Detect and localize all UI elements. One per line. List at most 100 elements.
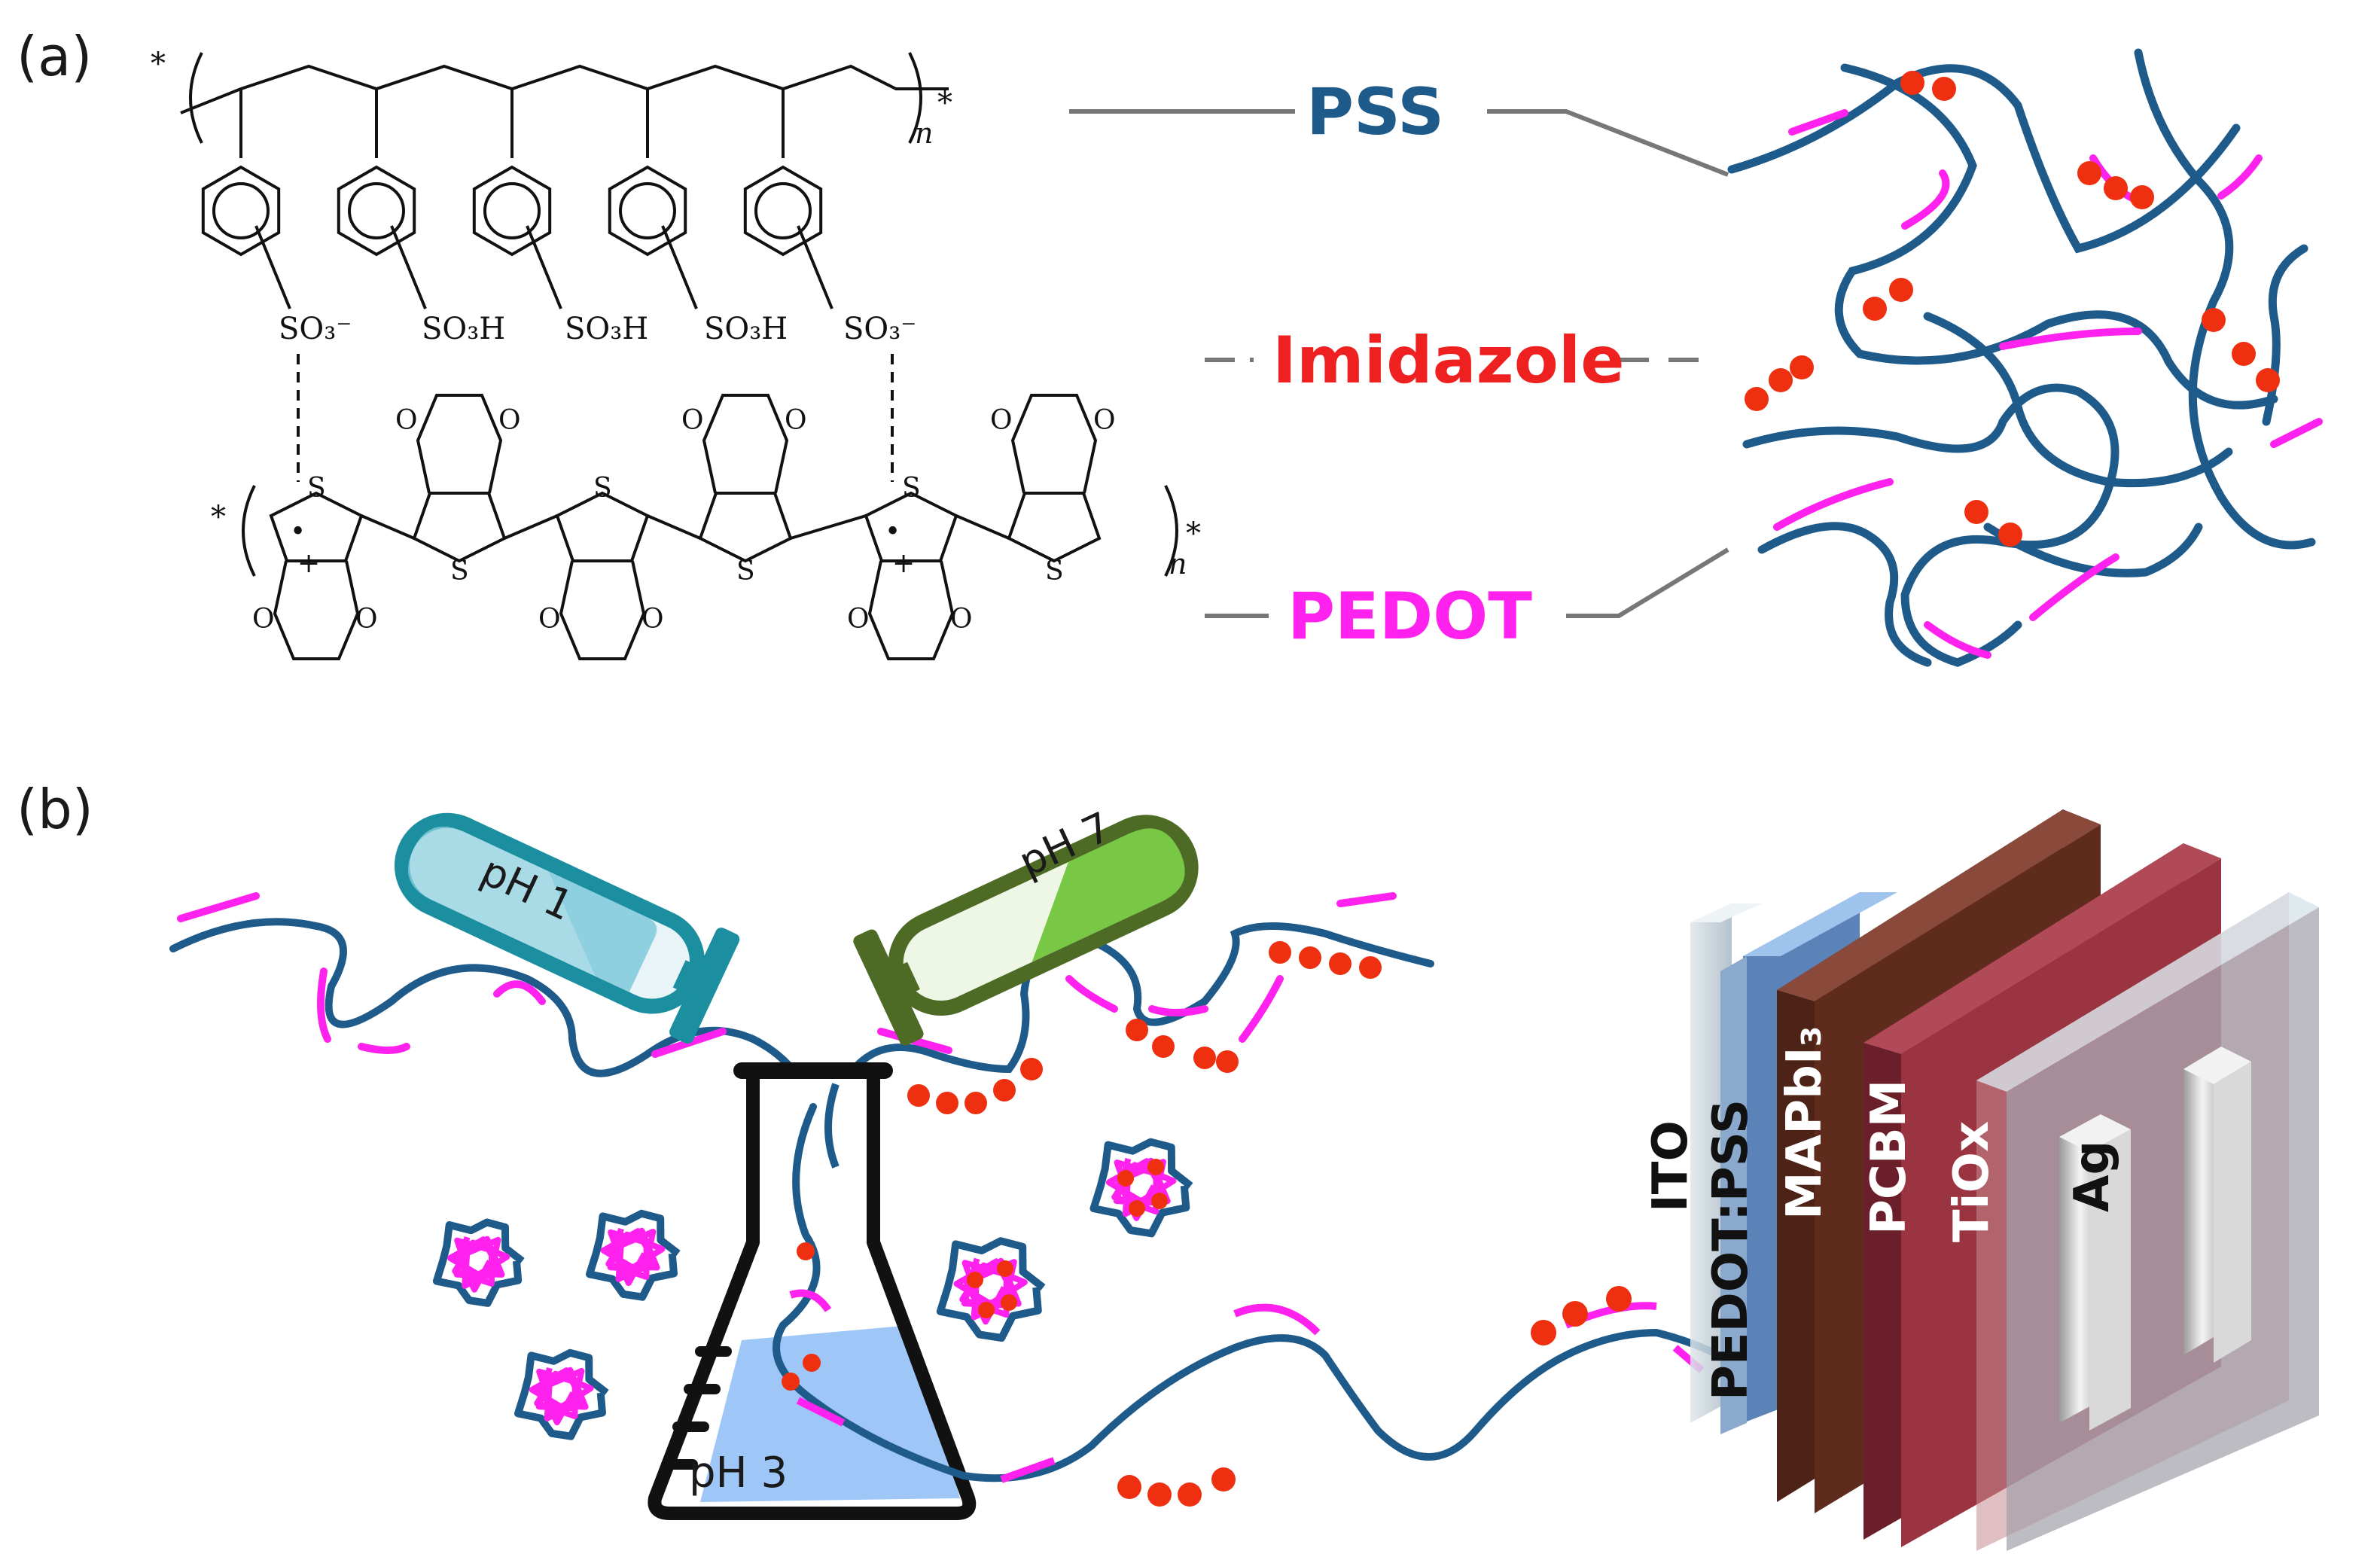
pss-so3-minus-1: SO₃⁻ xyxy=(279,312,352,346)
legend-label-pedot: PEDOT xyxy=(1288,579,1532,654)
network-pedot-6 xyxy=(2270,418,2323,448)
network-imidazole-dot xyxy=(2104,176,2128,200)
network-imidazole-dot xyxy=(1998,523,2022,547)
layer-ag-electrode-2 xyxy=(2183,1047,2221,1355)
network-pedot-4 xyxy=(1901,169,1950,230)
pedot-thiophene-unit xyxy=(269,491,415,660)
solution-chain-bottom xyxy=(1000,1286,1705,1507)
atom-label-o: O xyxy=(785,405,807,436)
aggregated-particles xyxy=(432,1138,1193,1440)
legend-line-pss-right xyxy=(1487,109,1729,177)
legend-line-pedot-right xyxy=(1566,547,1729,618)
atom-label-o: O xyxy=(990,405,1013,436)
pedot-star-left: * xyxy=(211,500,226,535)
panel-label-b: (b) xyxy=(17,778,93,841)
pss-backbone xyxy=(180,64,949,114)
network-chain-8 xyxy=(2262,244,2308,426)
network-imidazole-dot xyxy=(2077,161,2101,185)
solution-chain-top xyxy=(169,892,1434,1114)
atom-label-s: S xyxy=(593,473,612,504)
layer-label-pcbm: PCBM xyxy=(1861,1080,1917,1235)
atom-label-o: O xyxy=(252,604,275,635)
atom-label-o: O xyxy=(355,604,378,635)
atom-label-o: O xyxy=(641,604,664,635)
charge-plus: + xyxy=(892,548,915,579)
layer-label-ito: ITO xyxy=(1643,1120,1699,1212)
particle-blob xyxy=(1089,1138,1193,1238)
atom-label-o: O xyxy=(498,405,521,436)
particle-blob xyxy=(432,1218,525,1307)
pss-so3h-1: SO₃H xyxy=(422,312,505,346)
pss-benzene-ring xyxy=(337,89,427,309)
network-imidazole-dot xyxy=(1932,77,1956,101)
pss-benzene-ring xyxy=(472,89,562,309)
atom-label-s: S xyxy=(736,556,755,587)
radical-dot: • xyxy=(290,516,306,547)
network-pedot-5 xyxy=(1999,328,2142,350)
radical-dot: • xyxy=(885,516,900,547)
layer-label-mapbi3: MAPbI₃ xyxy=(1777,1025,1833,1220)
pss-star-left: * xyxy=(151,47,166,81)
pedot-bracket-right xyxy=(1164,485,1178,577)
network-imidazole-dot xyxy=(2256,368,2280,392)
pss-benzene-ring xyxy=(201,89,291,309)
pedot-structure xyxy=(242,394,1178,660)
network-imidazole-dot xyxy=(1745,387,1769,411)
panel-label-a: (a) xyxy=(17,25,92,88)
pedot-thiophene-unit xyxy=(864,491,1010,660)
polymer-network xyxy=(1727,48,2323,667)
network-imidazole-dot xyxy=(1900,71,1924,95)
pss-structure xyxy=(180,52,949,309)
layer-label-tiox: TiOx xyxy=(1944,1121,2000,1242)
pss-star-right: * xyxy=(937,86,952,120)
network-pedot-9 xyxy=(1924,621,1991,659)
network-imidazole-dot xyxy=(2232,342,2256,366)
legend-label-imidazole: Imidazole xyxy=(1272,323,1625,398)
network-chain-7 xyxy=(1983,523,2203,577)
pedot-thiophene-unit xyxy=(1007,394,1102,563)
pss-bracket-right xyxy=(908,52,922,144)
pedot-thiophene-unit xyxy=(412,394,558,563)
flask-label-ph3: pH 3 xyxy=(689,1449,788,1498)
atom-label-o: O xyxy=(681,405,704,436)
charge-plus: + xyxy=(297,548,320,579)
pss-so3h-2: SO₃H xyxy=(565,312,648,346)
network-imidazole-dot xyxy=(2130,185,2154,209)
layer-label-ag: Ag xyxy=(2065,1141,2120,1212)
pss-so3-minus-2: SO₃⁻ xyxy=(843,312,916,346)
pss-benzene-ring xyxy=(608,89,698,309)
network-imidazole-dot xyxy=(1889,278,1913,302)
device-stack: ITO PEDOT:PSS MAPbI₃ PCBM TiOx Ag xyxy=(1643,809,2319,1551)
layer-label-pedotpss: PEDOT:PSS xyxy=(1703,1099,1759,1400)
atom-label-o: O xyxy=(1093,405,1116,436)
flask: pH 3 xyxy=(648,1062,1758,1520)
atom-label-o: O xyxy=(950,604,973,635)
particle-blob xyxy=(586,1209,681,1301)
legend: PSS Imidazole PEDOT xyxy=(1069,75,1729,654)
network-imidazole-dot xyxy=(1769,368,1793,392)
network-pedot-3 xyxy=(2217,154,2263,200)
network-imidazole-dot xyxy=(1964,500,1988,524)
network-chain-1 xyxy=(1727,64,2241,254)
pss-benzene-ring xyxy=(743,89,833,309)
atom-label-s: S xyxy=(902,473,921,504)
pedot-n: n xyxy=(1169,547,1187,580)
network-pedot-1 xyxy=(1788,109,1848,136)
legend-label-pss: PSS xyxy=(1306,75,1444,150)
network-chain-4 xyxy=(1742,383,2119,667)
network-imidazole-dot xyxy=(2202,308,2226,332)
pedot-thiophene-unit xyxy=(555,491,701,660)
pedot-thiophene-unit xyxy=(698,394,867,563)
pss-n: n xyxy=(915,117,933,150)
atom-label-s: S xyxy=(450,556,469,587)
atom-label-o: O xyxy=(395,405,418,436)
test-tube-ph1: pH 1 xyxy=(395,812,740,1044)
atom-label-o: O xyxy=(538,604,561,635)
particle-blob xyxy=(936,1237,1046,1342)
network-chain-5 xyxy=(1923,312,2233,488)
atom-label-o: O xyxy=(847,604,870,635)
pss-so3h-3: SO₃H xyxy=(704,312,788,346)
pss-bracket-left xyxy=(189,52,203,144)
